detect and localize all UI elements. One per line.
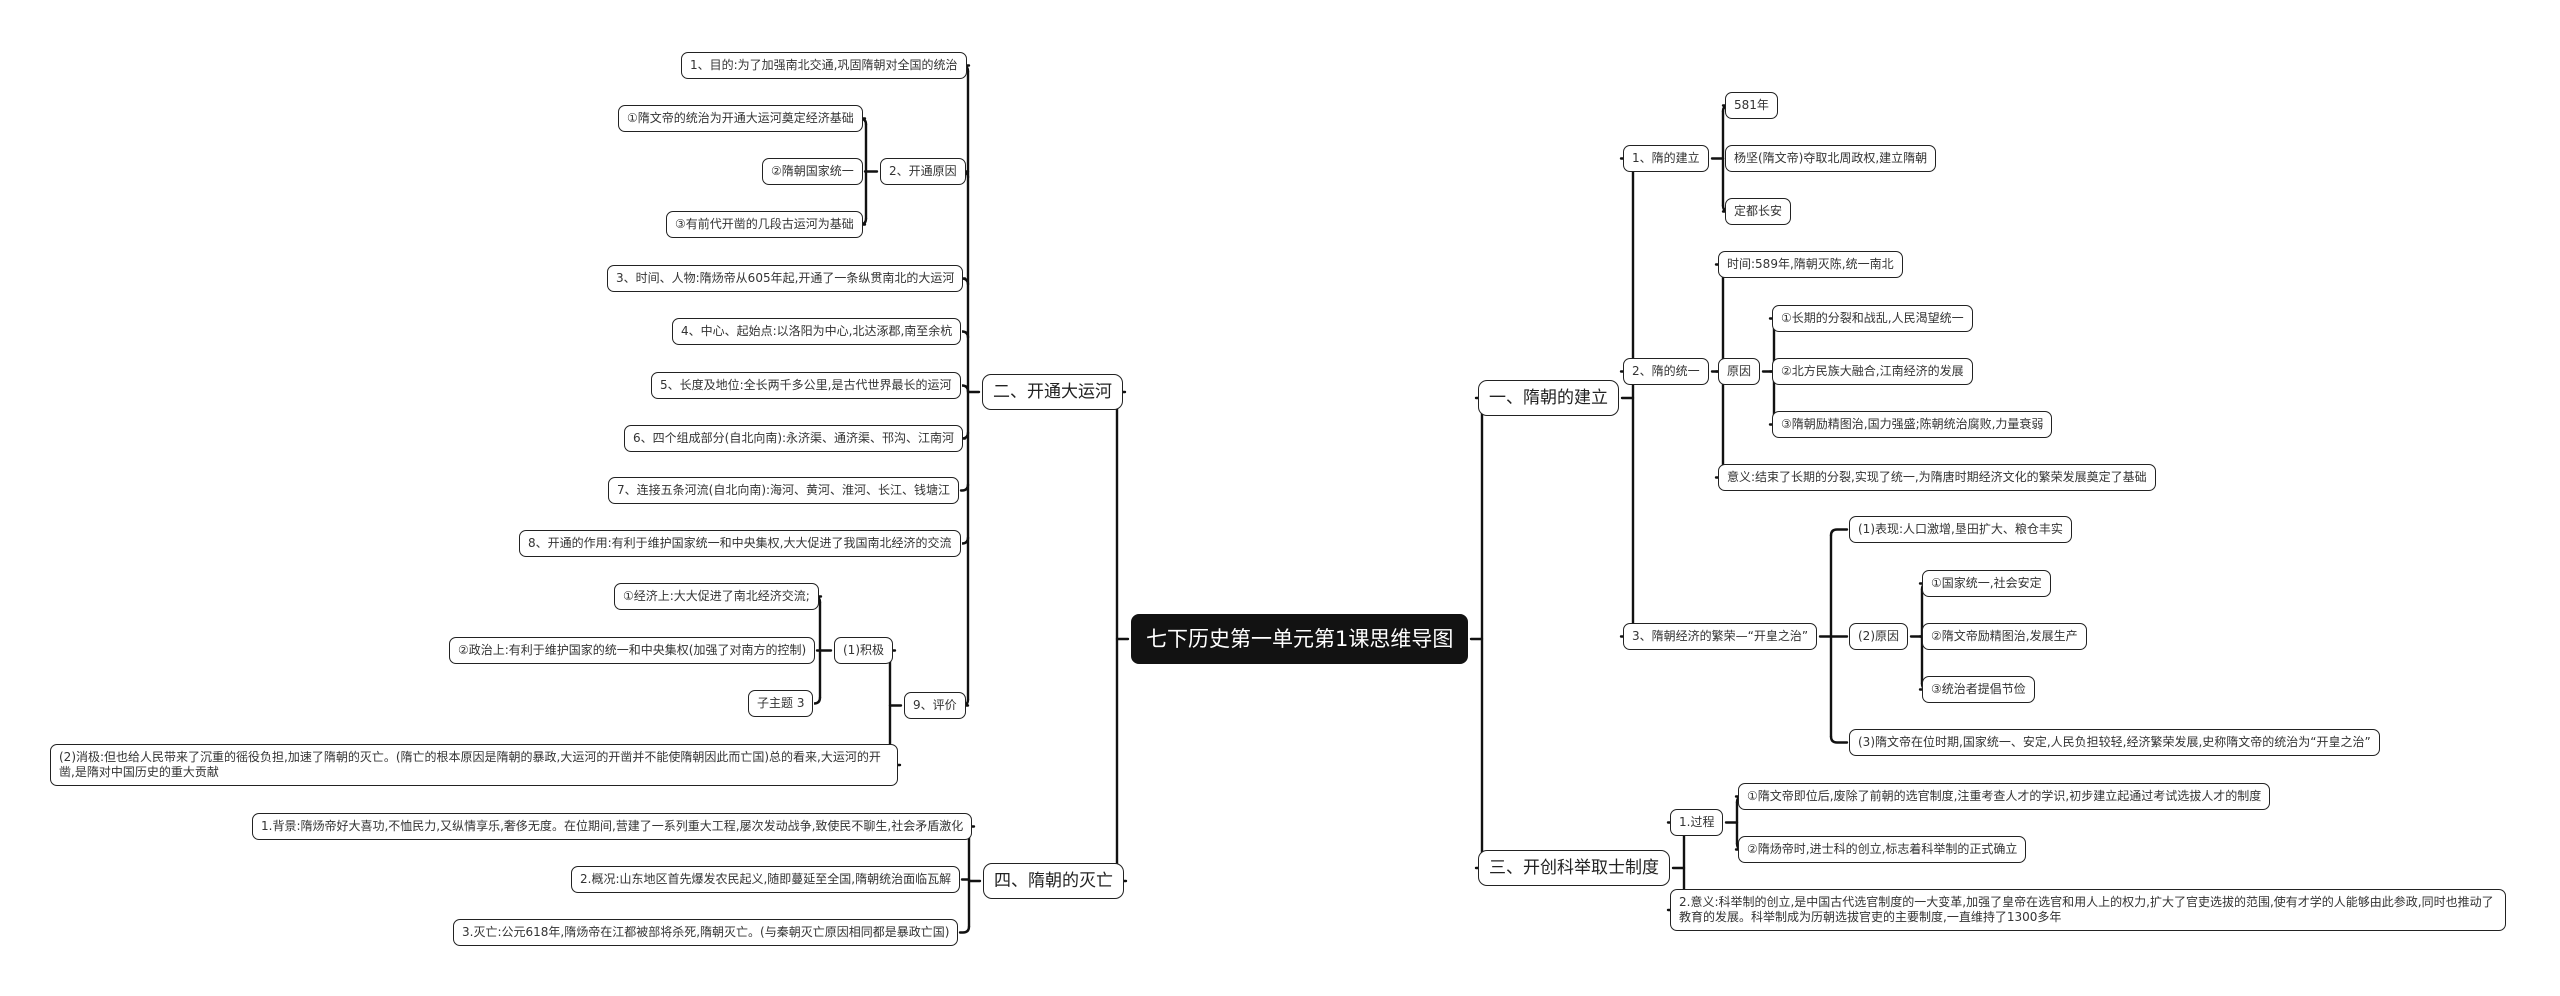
establish-item[interactable]: 定都长安 — [1725, 198, 1792, 225]
prosperity-reason-item[interactable]: ①国家统一,社会安定 — [1922, 570, 2051, 597]
topic-founding[interactable]: 一、隋朝的建立 — [1478, 380, 1619, 416]
unify-reason[interactable]: 原因 — [1718, 358, 1761, 385]
connector-branch — [961, 536, 970, 545]
prosperity-summary[interactable]: (3)隋文帝在位时期,国家统一、安定,人民负担较轻,经济繁荣发展,史称隋文帝的统… — [1849, 729, 2380, 756]
connector-branch — [1829, 735, 1849, 744]
positive-item[interactable]: 子主题 3 — [748, 690, 814, 717]
canal-center[interactable]: 4、中心、起始点:以洛阳为中心,北达涿郡,南至余杭 — [672, 318, 962, 345]
establish-item[interactable]: 581年 — [1725, 92, 1778, 119]
canal-length[interactable]: 5、长度及地位:全长两千多公里,是古代世界最长的运河 — [651, 372, 961, 399]
connector-branch — [958, 925, 971, 934]
prosperity-reason-item[interactable]: ③统治者提倡节俭 — [1922, 676, 2035, 703]
topic-canal[interactable]: 二、开通大运河 — [982, 374, 1123, 410]
unify[interactable]: 2、隋的统一 — [1623, 358, 1709, 385]
unify-meaning[interactable]: 意义:结束了长期的分裂,实现了统一,为隋唐时期经济文化的繁荣发展奠定了基础 — [1718, 464, 2156, 491]
root-topic[interactable]: 七下历史第一单元第1课思维导图 — [1131, 614, 1469, 664]
prosperity[interactable]: 3、隋朝经济的繁荣—“开皇之治” — [1623, 623, 1818, 650]
exam-process-item[interactable]: ②隋炀帝时,进士科的创立,标志着科举制的正式确立 — [1738, 836, 2027, 863]
canal-rivers[interactable]: 7、连接五条河流(自北向南):海河、黄河、淮河、长江、钱塘江 — [608, 477, 960, 504]
positive-item[interactable]: ②政治上:有利于维护国家的统一和中央集权(加强了对南方的控制) — [449, 637, 816, 664]
connector-branch — [961, 384, 970, 393]
positive-item[interactable]: ①经济上:大大促进了南北经济交流; — [614, 583, 819, 610]
unify-time[interactable]: 时间:589年,隋朝灭陈,统一南北 — [1718, 251, 1903, 278]
canal-reasons[interactable]: 2、开通原因 — [880, 158, 966, 185]
connector-branch — [1829, 528, 1849, 537]
exam-meaning[interactable]: 2.意义:科举制的创立,是中国古代选官制度的一大变革,加强了皇帝在选官和用人上的… — [1670, 889, 2506, 931]
canal-purpose[interactable]: 1、目的:为了加强南北交通,巩固隋朝对全国的统治 — [681, 52, 967, 79]
fall-item[interactable]: 2.概况:山东地区首先爆发农民起义,随即蔓延至全国,隋朝统治面临瓦解 — [571, 866, 961, 893]
prosperity-reason-item[interactable]: ②隋文帝励精图治,发展生产 — [1922, 623, 2087, 650]
canal-reason-item[interactable]: ②隋朝国家统一 — [762, 158, 863, 185]
connector-branch — [959, 483, 970, 492]
topic-fall[interactable]: 四、隋朝的灭亡 — [983, 863, 1124, 899]
establish-item[interactable]: 杨坚(隋文帝)夺取北周政权,建立隋朝 — [1725, 145, 1937, 172]
prosperity-reason[interactable]: (2)原因 — [1849, 623, 1908, 650]
connector-branch — [813, 696, 822, 705]
topic-exam[interactable]: 三、开创科举取士制度 — [1478, 850, 1670, 886]
canal-evaluation[interactable]: 9、评价 — [904, 692, 966, 719]
unify-reason-item[interactable]: ①长期的分裂和战乱,人民渴望统一 — [1772, 305, 1973, 332]
connector-branch — [961, 330, 970, 339]
fall-item[interactable]: 1.背景:隋炀帝好大喜功,不恤民力,又纵情享乐,奢侈无度。在位期间,营建了一系列… — [252, 813, 973, 840]
canal-reason-item[interactable]: ①隋文帝的统治为开通大运河奠定经济基础 — [618, 105, 863, 132]
canal-time[interactable]: 3、时间、人物:隋炀帝从605年起,开通了一条纵贯南北的大运河 — [607, 265, 964, 292]
fall-item[interactable]: 3.灭亡:公元618年,隋炀帝在江都被部将杀死,隋朝灭亡。(与秦朝灭亡原因相同都… — [453, 919, 959, 946]
canal-effect[interactable]: 8、开通的作用:有利于维护国家统一和中央集权,大大促进了我国南北经济的交流 — [519, 530, 961, 557]
unify-reason-item[interactable]: ②北方民族大融合,江南经济的发展 — [1772, 358, 1973, 385]
exam-process[interactable]: 1.过程 — [1670, 809, 1724, 836]
canal-reason-item[interactable]: ③有前代开凿的几段古运河为基础 — [666, 211, 863, 238]
canal-parts[interactable]: 6、四个组成部分(自北向南):永济渠、通济渠、邗沟、江南河 — [624, 425, 964, 452]
prosperity-show[interactable]: (1)表现:人口激增,垦田扩大、粮仓丰实 — [1849, 516, 2072, 543]
establish[interactable]: 1、隋的建立 — [1623, 145, 1709, 172]
evaluation-positive[interactable]: (1)积极 — [834, 637, 893, 664]
exam-process-item[interactable]: ①隋文帝即位后,废除了前朝的选官制度,注重考查人才的学识,初步建立起通过考试选拔… — [1738, 783, 2271, 810]
evaluation-negative[interactable]: (2)消极:但也给人民带来了沉重的徭役负担,加速了隋朝的灭亡。(隋亡的根本原因是… — [50, 744, 898, 786]
unify-reason-item[interactable]: ③隋朝励精图治,国力强盛;陈朝统治腐败,力量衰弱 — [1772, 411, 2053, 438]
